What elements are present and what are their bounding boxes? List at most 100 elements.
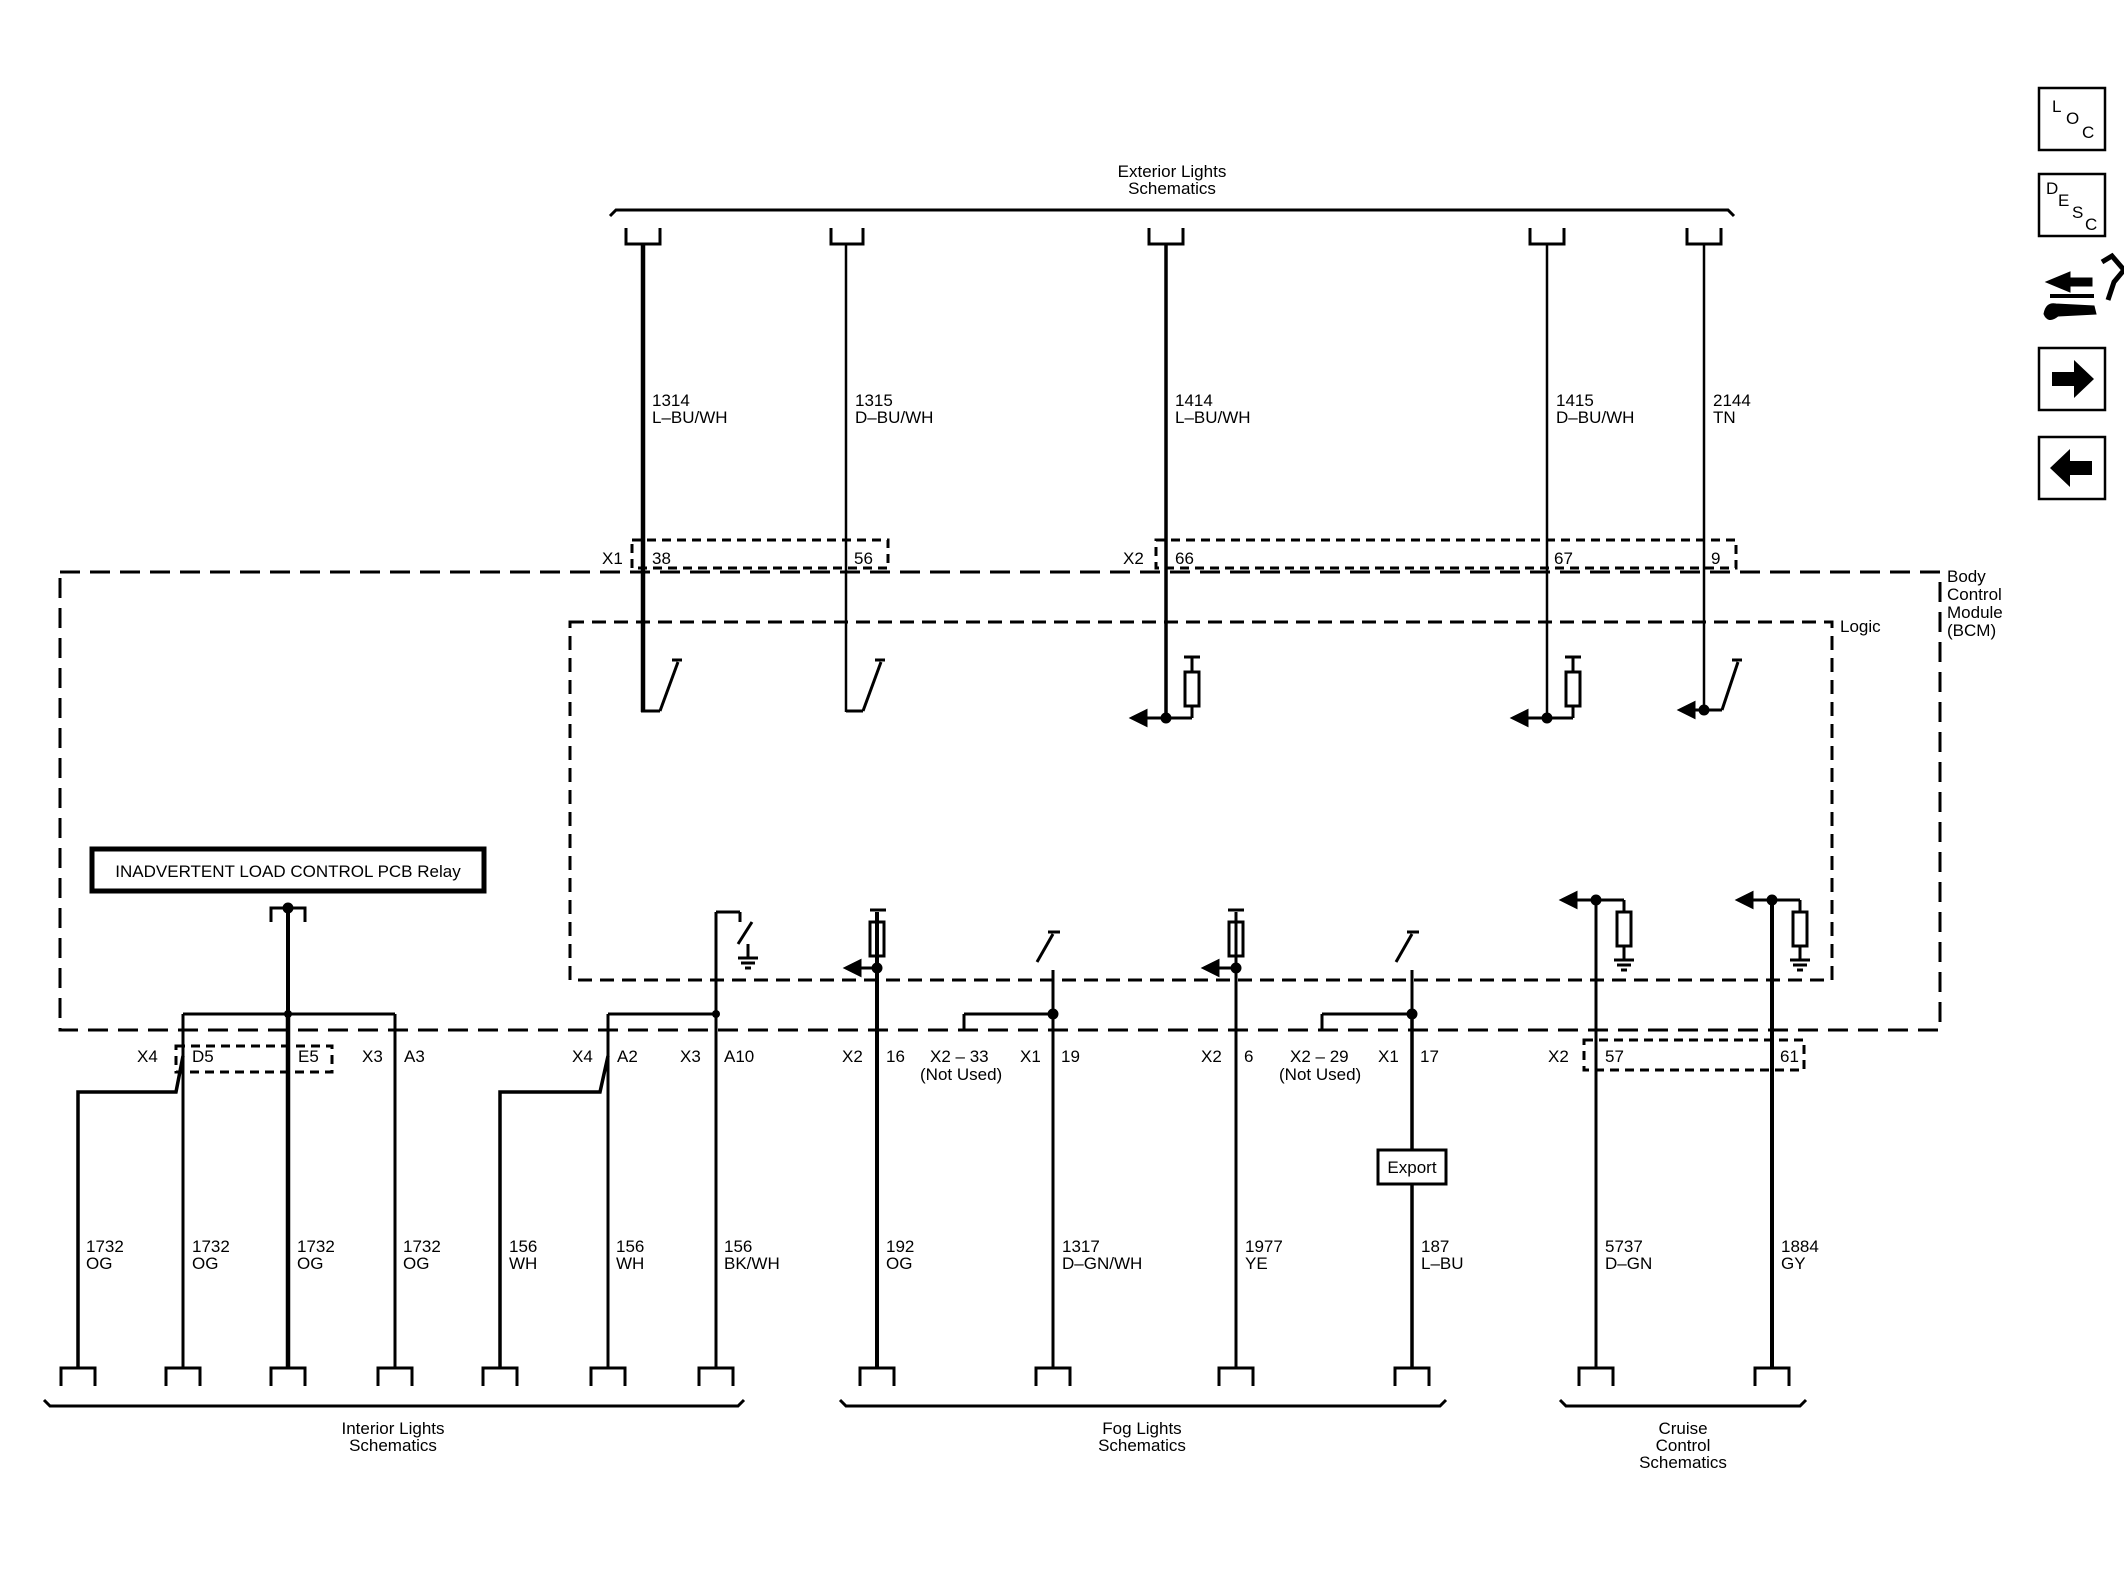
cruise-group-line-2: Control xyxy=(1656,1436,1711,1455)
top-wire-4-color: D–BU/WH xyxy=(1556,408,1634,427)
wire-3-circuit: 1732 xyxy=(297,1237,335,1256)
conn-x4-b: X4 xyxy=(572,1047,593,1066)
desc-letter-c: C xyxy=(2085,215,2097,234)
pin-67: 67 xyxy=(1554,549,1573,568)
loc-button[interactable]: L O C xyxy=(2037,86,2107,152)
wire-6-circuit: 156 xyxy=(616,1237,644,1256)
bcm-boundary xyxy=(58,570,1942,1032)
wire-1-circuit: 1732 xyxy=(86,1237,124,1256)
arrow-left-icon xyxy=(2050,449,2092,487)
top-wire-5-circuit: 2144 xyxy=(1713,391,1751,410)
cruise-wiring xyxy=(1558,890,1810,1368)
conn-x3-b: X3 xyxy=(680,1047,701,1066)
wire-10-color: YE xyxy=(1245,1254,1268,1273)
top-wire-2-circuit: 1315 xyxy=(855,391,893,410)
wire-12-color: D–GN xyxy=(1605,1254,1652,1273)
desc-button[interactable]: D E S C xyxy=(2037,172,2107,238)
wire-10-circuit: 1977 xyxy=(1245,1237,1283,1256)
wire-13-color: GY xyxy=(1781,1254,1806,1273)
cruise-group-bracket xyxy=(1558,1398,1808,1408)
conn-not-used-1: (Not Used) xyxy=(920,1065,1002,1084)
arrow-right-icon xyxy=(2052,360,2094,398)
x2-top-connector-box xyxy=(1154,538,1738,570)
relay-box xyxy=(89,846,487,894)
conn-a10: A10 xyxy=(724,1047,754,1066)
bcm-label-line-4: (BCM) xyxy=(1947,621,1996,640)
x2-top-label: X2 xyxy=(1123,549,1144,568)
conn-19: 19 xyxy=(1061,1047,1080,1066)
connector-arrow-icon xyxy=(2100,252,2124,301)
logic-input-9 xyxy=(1676,658,1742,720)
top-wire-1-color: L–BU/WH xyxy=(652,408,728,427)
logic-switch-38 xyxy=(641,658,682,713)
service-tool-button[interactable] xyxy=(2043,252,2124,320)
export-label: Export xyxy=(1387,1158,1436,1177)
wire-8-circuit: 192 xyxy=(886,1237,914,1256)
loc-letter-l: L xyxy=(2052,97,2061,116)
wire-2-color: OG xyxy=(192,1254,218,1273)
logic-switch-56 xyxy=(846,658,885,713)
conn-x2-29: X2 – 29 xyxy=(1290,1047,1349,1066)
wire-6-color: WH xyxy=(616,1254,644,1273)
wire-8-color: OG xyxy=(886,1254,912,1273)
wire-4-color: OG xyxy=(403,1254,429,1273)
top-wire-3-circuit: 1414 xyxy=(1175,391,1213,410)
bcm-label-line-3: Module xyxy=(1947,603,2003,622)
x1-top-label: X1 xyxy=(602,549,623,568)
relay-label: INADVERTENT LOAD CONTROL PCB Relay xyxy=(115,862,461,881)
conn-x1-a: X1 xyxy=(1020,1047,1041,1066)
interior-group-bracket xyxy=(42,1398,746,1408)
conn-not-used-2: (Not Used) xyxy=(1279,1065,1361,1084)
wire-1-color: OG xyxy=(86,1254,112,1273)
wire-11-color: L–BU xyxy=(1421,1254,1464,1273)
desc-letter-e: E xyxy=(2058,191,2069,210)
top-wire-5-color: TN xyxy=(1713,408,1736,427)
interior-junction-2 xyxy=(712,1010,720,1018)
logic-label: Logic xyxy=(1840,617,1881,636)
conn-x2-a: X2 xyxy=(842,1047,863,1066)
loc-letter-c: C xyxy=(2082,123,2094,142)
logic-input-67 xyxy=(1509,655,1582,728)
fog-group-bracket xyxy=(838,1398,1448,1408)
conn-d5: D5 xyxy=(192,1047,214,1066)
conn-17: 17 xyxy=(1420,1047,1439,1066)
cruise-group-line-3: Schematics xyxy=(1639,1453,1727,1472)
logic-input-66 xyxy=(1128,655,1201,728)
x1-top-connector-box xyxy=(630,538,890,570)
bcm-label-line-2: Control xyxy=(1947,585,2002,604)
pin-56: 56 xyxy=(854,549,873,568)
wire-3-color: OG xyxy=(297,1254,323,1273)
wire-9-color: D–GN/WH xyxy=(1062,1254,1142,1273)
wire-2-circuit: 1732 xyxy=(192,1237,230,1256)
conn-a3: A3 xyxy=(404,1047,425,1066)
wire-4-circuit: 1732 xyxy=(403,1237,441,1256)
cruise-connector-box xyxy=(1582,1038,1806,1072)
exterior-group-line-1: Exterior Lights xyxy=(1118,162,1227,181)
conn-61: 61 xyxy=(1780,1047,1799,1066)
conn-e5: E5 xyxy=(298,1047,319,1066)
conn-x2-b: X2 xyxy=(1201,1047,1222,1066)
cruise-group-line-1: Cruise xyxy=(1658,1419,1707,1438)
conn-x3-a: X3 xyxy=(362,1047,383,1066)
top-terminals xyxy=(624,228,1723,246)
interior-group-line-2: Schematics xyxy=(349,1436,437,1455)
conn-x2-33: X2 – 33 xyxy=(930,1047,989,1066)
conn-57: 57 xyxy=(1605,1047,1624,1066)
desc-letter-d: D xyxy=(2046,179,2058,198)
fog-wiring xyxy=(842,908,1419,1368)
wire-12-circuit: 5737 xyxy=(1605,1237,1643,1256)
next-button[interactable] xyxy=(2037,346,2107,412)
previous-button[interactable] xyxy=(2037,435,2107,501)
top-wire-3-color: L–BU/WH xyxy=(1175,408,1251,427)
logic-boundary xyxy=(568,620,1834,982)
interior-group-line-1: Interior Lights xyxy=(342,1419,445,1438)
desc-letter-s: S xyxy=(2072,203,2083,222)
exterior-group-bracket xyxy=(608,208,1736,218)
export-box xyxy=(1376,1148,1448,1186)
top-wires xyxy=(640,244,1706,720)
pin-38: 38 xyxy=(652,549,671,568)
wire-9-circuit: 1317 xyxy=(1062,1237,1100,1256)
conn-x1-b: X1 xyxy=(1378,1047,1399,1066)
wire-5-circuit: 156 xyxy=(509,1237,537,1256)
